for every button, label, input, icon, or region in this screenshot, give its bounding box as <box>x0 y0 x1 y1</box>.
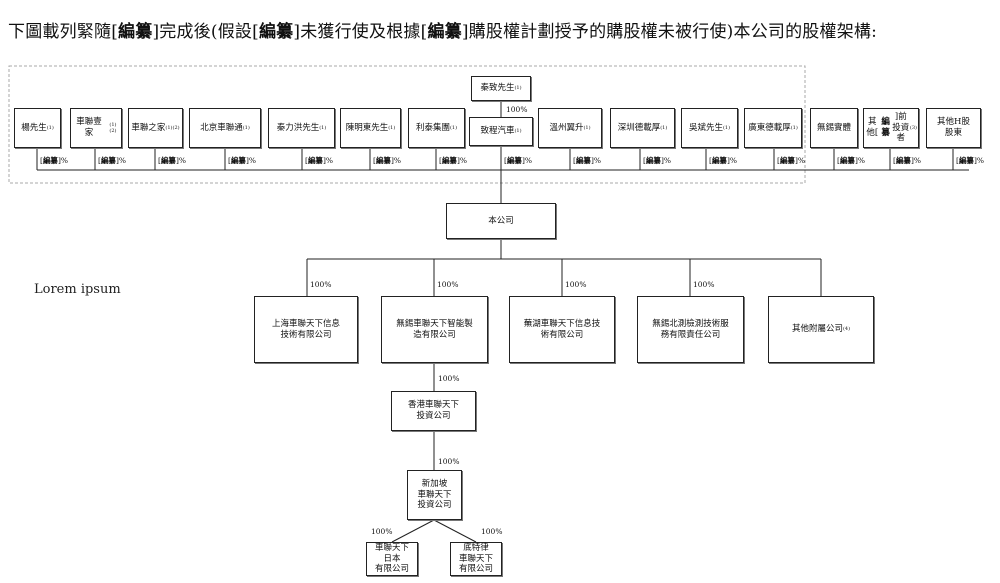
shareholder-box: 楊先生(1) <box>14 108 61 148</box>
subsidiary-box: 其他附屬公司(4) <box>768 296 874 363</box>
shareholder-box: 無錫實體 <box>810 108 858 148</box>
bottom-percentage: 100% <box>481 527 503 536</box>
shareholder-percentage: [編纂]% <box>643 156 672 165</box>
shareholder-box: 北京車聯通(1) <box>189 108 261 148</box>
shareholder-percentage: [編纂]% <box>373 156 402 165</box>
shareholder-box: 利泰集團(1) <box>408 108 465 148</box>
zhicheng-percentage: [編纂]% <box>504 156 533 165</box>
page-heading: 下圖載列緊隨[編纂]完成後(假設[編纂]未獲行使及根據[編纂]購股權計劃授予的購… <box>8 22 878 42</box>
shareholder-percentage: [編纂]% <box>98 156 127 165</box>
shareholder-percentage: [編纂]% <box>439 156 468 165</box>
shareholder-box: 吳斌先生(1) <box>681 108 738 148</box>
shareholder-percentage: [編纂]% <box>573 156 602 165</box>
shareholder-percentage: [編纂]% <box>893 156 922 165</box>
shareholder-percentage: [編纂]% <box>40 156 69 165</box>
shareholder-percentage: [編纂]% <box>228 156 257 165</box>
shareholder-box: 車聯之家(1)(2) <box>128 108 183 148</box>
bottom-percentage: 100% <box>371 527 393 536</box>
subsidiary-box: 蕪湖車聯天下信息技 術有限公司 <box>509 296 615 363</box>
shareholder-percentage: [編纂]% <box>956 156 985 165</box>
company-box: 本公司 <box>446 203 556 239</box>
subsidiary-box: 無錫車聯天下智能製 造有限公司 <box>381 296 488 363</box>
shareholder-percentage: [編纂]% <box>837 156 866 165</box>
top-person-box: 秦致先生(1) <box>471 76 531 101</box>
shareholder-percentage: [編纂]% <box>709 156 738 165</box>
subsidiary-percentage: 100% <box>437 280 459 289</box>
subsidiary-percentage: 100% <box>565 280 587 289</box>
bottom-box: 車聯天下 日本 有限公司 <box>366 542 418 576</box>
shareholder-percentage: [編纂]% <box>305 156 334 165</box>
shareholder-box: 溫州翼升(1) <box>538 108 602 148</box>
zhicheng-box: 致程汽車(1) <box>469 117 533 146</box>
shareholder-box: 其他[編纂]前 投資者(3) <box>863 108 919 148</box>
shareholder-box: 車聯壹家(1)(2) <box>70 108 122 148</box>
shareholder-percentage: [編纂]% <box>777 156 806 165</box>
hk-box: 香港車聯天下 投資公司 <box>391 391 476 431</box>
subsidiary-percentage: 100% <box>693 280 715 289</box>
top-person-percentage: 100% <box>506 105 528 114</box>
sg-percentage: 100% <box>438 457 460 466</box>
bottom-box: 底特律 車聯天下 有限公司 <box>450 542 502 576</box>
subsidiary-box: 無錫北測檢測技術服 務有限責任公司 <box>637 296 744 363</box>
side-label: Lorem ipsum <box>34 282 121 297</box>
subsidiary-percentage: 100% <box>310 280 332 289</box>
subsidiary-box: 上海車聯天下信息 技術有限公司 <box>254 296 358 363</box>
shareholder-box: 其他H股 股東 <box>926 108 981 148</box>
shareholder-box: 深圳德載厚(1) <box>610 108 675 148</box>
shareholder-percentage: [編纂]% <box>158 156 187 165</box>
shareholder-box: 廣東德載厚(1) <box>744 108 802 148</box>
sg-box: 新加坡 車聯天下 投資公司 <box>407 470 462 520</box>
hk-percentage: 100% <box>438 374 460 383</box>
shareholder-box: 秦力洪先生(1) <box>268 108 335 148</box>
shareholder-box: 陳明東先生(1) <box>340 108 401 148</box>
